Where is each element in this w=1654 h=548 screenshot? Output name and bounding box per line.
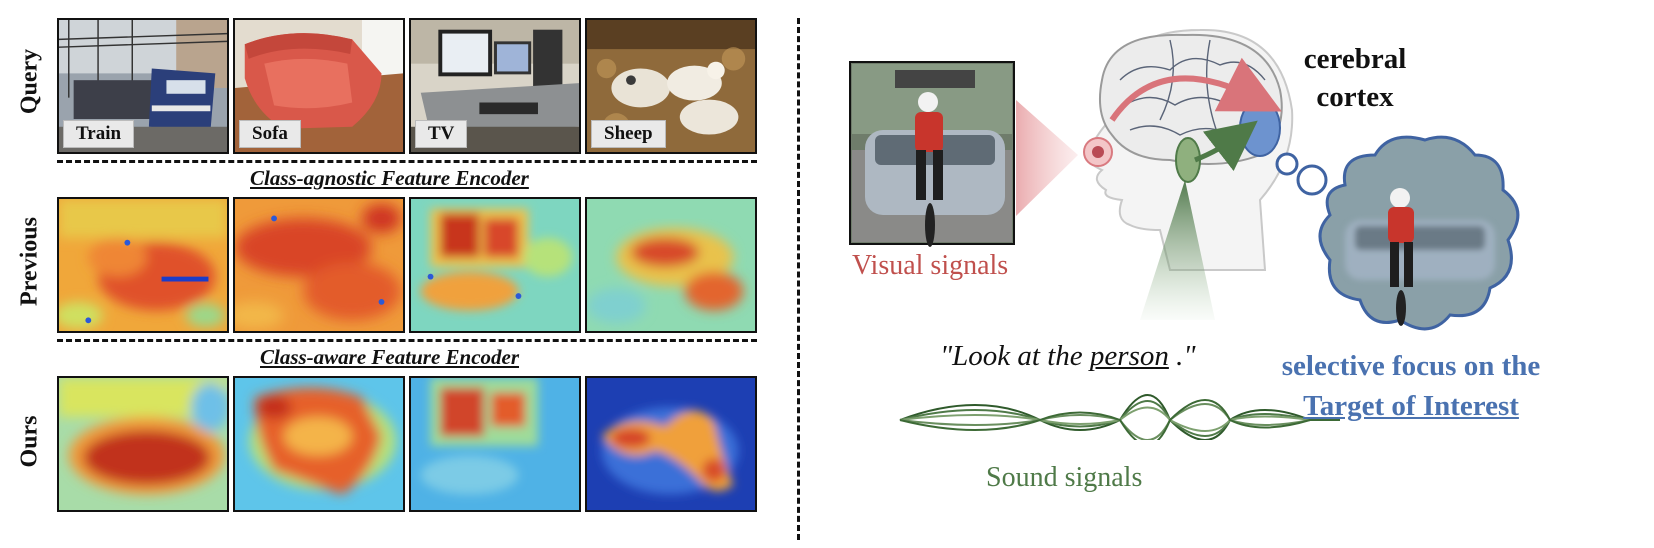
heatmap-ours-sofa [233, 376, 405, 512]
cortex-line-2: cortex [1316, 81, 1394, 113]
heatmap-ours-train [57, 376, 229, 512]
sound-wave [899, 394, 1340, 440]
visual-signals-label: Visual signals [852, 250, 1009, 281]
focus-line-2: Target of Interest [1303, 390, 1519, 422]
row-label-previous: Previous [16, 217, 43, 306]
thought-cloud [1318, 135, 1520, 331]
instruction-quote: "Look at the person ." [940, 340, 1196, 373]
focus-line-1: selective focus on the [1281, 350, 1541, 382]
query-label-sheep: Sheep [591, 120, 666, 148]
row-label-ours: Ours [16, 415, 43, 468]
query-image-tv: TV [409, 18, 581, 154]
quote-suffix: ." [1168, 340, 1196, 372]
sound-signals-label: Sound signals [986, 462, 1143, 493]
heatmap-ours-sheep [585, 376, 757, 512]
query-image-sofa: Sofa [233, 18, 405, 154]
query-label-tv: TV [415, 120, 468, 148]
heatmap-previous-train [57, 197, 229, 333]
row-label-query: Query [16, 48, 43, 115]
quote-target-word: person [1089, 340, 1169, 372]
separator-query-previous [57, 160, 757, 163]
cyclist-photo [849, 61, 1015, 247]
heatmap-ours-tv [409, 376, 581, 512]
query-label-train: Train [63, 120, 135, 148]
separator-previous-ours [57, 339, 757, 342]
quote-prefix: "Look at the [940, 340, 1090, 372]
heatmap-previous-tv [409, 197, 581, 333]
heatmap-previous-sofa [233, 197, 405, 333]
vertical-divider [797, 18, 800, 540]
cortex-line-1: cerebral [1303, 43, 1407, 75]
query-image-train: Train [57, 18, 229, 154]
encoder-label-previous: Class-agnostic Feature Encoder [250, 166, 529, 190]
heatmap-previous-sheep [585, 197, 757, 333]
query-label-sofa: Sofa [239, 120, 301, 148]
focus-caption: selective focus on the Target of Interes… [1262, 346, 1560, 426]
query-image-sheep: Sheep [585, 18, 757, 154]
brain-diagram [849, 28, 1520, 440]
encoder-label-ours: Class-aware Feature Encoder [260, 345, 520, 369]
cerebral-cortex-label: cerebral cortex [1290, 40, 1420, 116]
